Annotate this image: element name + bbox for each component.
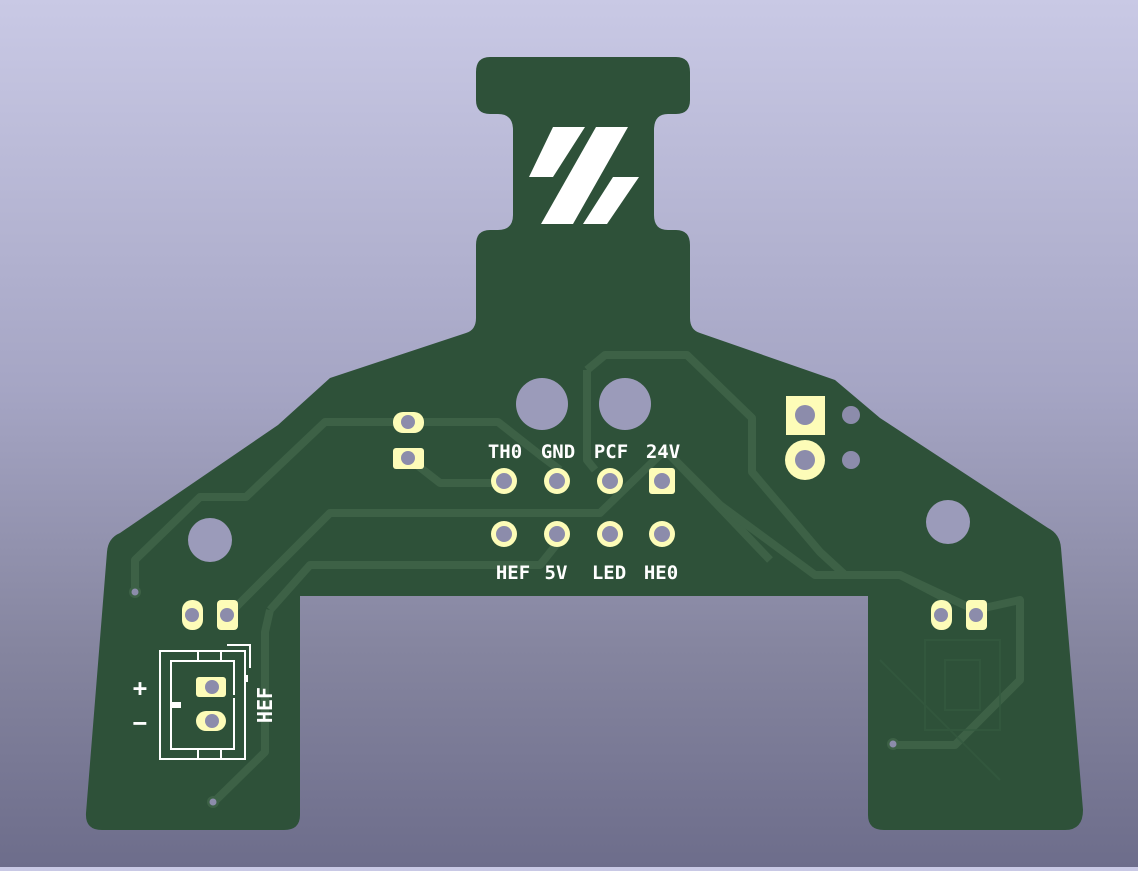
connector-label-hef: HEF <box>253 687 277 723</box>
label-24v: 24V <box>646 441 680 463</box>
label-th0: TH0 <box>488 441 522 463</box>
pad-pair-left-wing <box>182 600 238 630</box>
faint-markings <box>879 639 1001 781</box>
label-he0: HE0 <box>644 562 678 584</box>
header-pin-th0 <box>491 468 517 494</box>
copper-traces <box>131 351 1024 803</box>
header-pin-he0 <box>649 521 675 547</box>
polarity-minus: − <box>133 709 147 737</box>
mounting-hole <box>188 518 232 562</box>
hef-connector-labels: + − HEF <box>133 674 277 737</box>
mounting-hole <box>516 378 568 430</box>
power-connector-right <box>785 396 860 480</box>
mounting-holes <box>188 378 970 562</box>
polarity-plus: + <box>133 674 147 702</box>
header-pin-gnd <box>544 468 570 494</box>
label-gnd: GND <box>541 441 575 463</box>
pad-pair-right-wing <box>931 600 987 630</box>
hef-connector <box>159 644 251 760</box>
header-pin-pcf <box>597 468 623 494</box>
label-5v: 5V <box>545 562 568 584</box>
header-pin-led <box>597 521 623 547</box>
pad-pair-upper-left <box>393 412 424 469</box>
header-pin-hef <box>491 521 517 547</box>
header-pin-24v <box>649 468 675 494</box>
label-led: LED <box>592 562 626 584</box>
label-hef: HEF <box>496 562 530 584</box>
vias <box>129 586 899 808</box>
mounting-hole <box>599 378 651 430</box>
label-pcf: PCF <box>594 441 628 463</box>
header-pin-5v <box>544 521 570 547</box>
header-labels: TH0 GND PCF 24V HEF 5V LED HE0 <box>488 441 680 584</box>
header-2x4 <box>491 468 675 547</box>
mounting-hole <box>926 500 970 544</box>
stripe-logo <box>529 127 639 224</box>
